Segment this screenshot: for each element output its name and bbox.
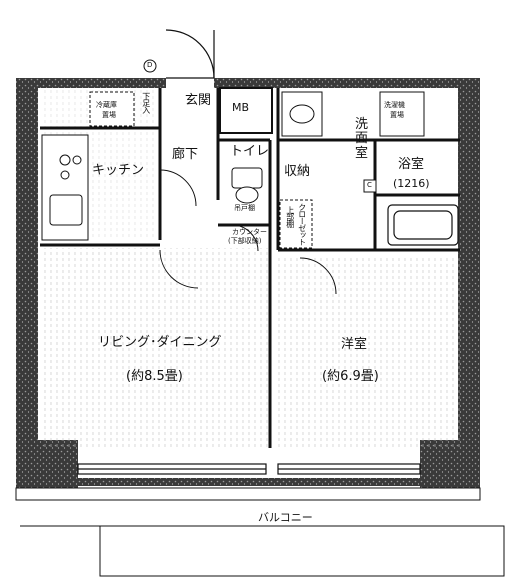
label-yokushitsu-size: (1216) <box>393 177 430 190</box>
label-c-mark: C <box>367 181 372 189</box>
label-reizouko: 冷蔵庫 <box>96 101 117 109</box>
windows <box>77 463 421 475</box>
label-living-size: (約8.5畳) <box>126 369 183 384</box>
label-senmenshitsu: 洗面室 <box>355 117 369 161</box>
youshitsu-floor <box>278 258 460 448</box>
fridge-space <box>89 91 135 127</box>
bathtub <box>387 204 459 246</box>
label-yokushitsu: 浴室 <box>398 157 425 172</box>
label-mb: MB <box>232 101 250 114</box>
label-counter-note: (下部収納) <box>228 237 262 245</box>
label-getabako: 下足入 <box>141 92 151 113</box>
washer-space <box>379 91 425 137</box>
label-youshitsu: 洋室 <box>341 337 368 352</box>
label-counter: カウンター <box>232 228 267 236</box>
label-toilet: トイレ <box>230 144 270 159</box>
label-youshitsu-size: (約6.9畳) <box>322 369 379 384</box>
living-floor <box>40 248 268 448</box>
label-d-mark: D <box>147 61 153 69</box>
label-balcony: バルコニー <box>258 511 313 524</box>
mb-box <box>219 87 273 134</box>
closet <box>279 199 313 249</box>
label-sentakuki-okiba: 置場 <box>390 111 404 119</box>
label-closet: クローゼット <box>297 203 307 245</box>
kitchen-counter <box>41 134 89 241</box>
label-genkan: 玄関 <box>185 93 212 108</box>
entrance-door <box>165 29 215 79</box>
c-marker-box <box>363 179 377 193</box>
label-rouka: 廊下 <box>172 147 199 162</box>
door-swings <box>159 169 337 295</box>
label-closet-shelf: 上部棚 <box>285 206 295 227</box>
label-sentakuki: 洗濯機 <box>384 101 405 109</box>
d-marker-circle <box>143 59 157 73</box>
label-shuno: 収納 <box>284 164 311 179</box>
toilet-fixture <box>231 167 263 204</box>
label-kitchen: キッチン <box>92 163 145 178</box>
label-okiba: 置場 <box>102 111 116 119</box>
balcony-outline <box>15 487 505 577</box>
wash-basin <box>281 91 323 137</box>
label-living: リビング･ダイニング <box>98 335 222 350</box>
interior-walls <box>40 88 460 448</box>
label-tobukuro: 吊戸棚 <box>234 204 255 212</box>
